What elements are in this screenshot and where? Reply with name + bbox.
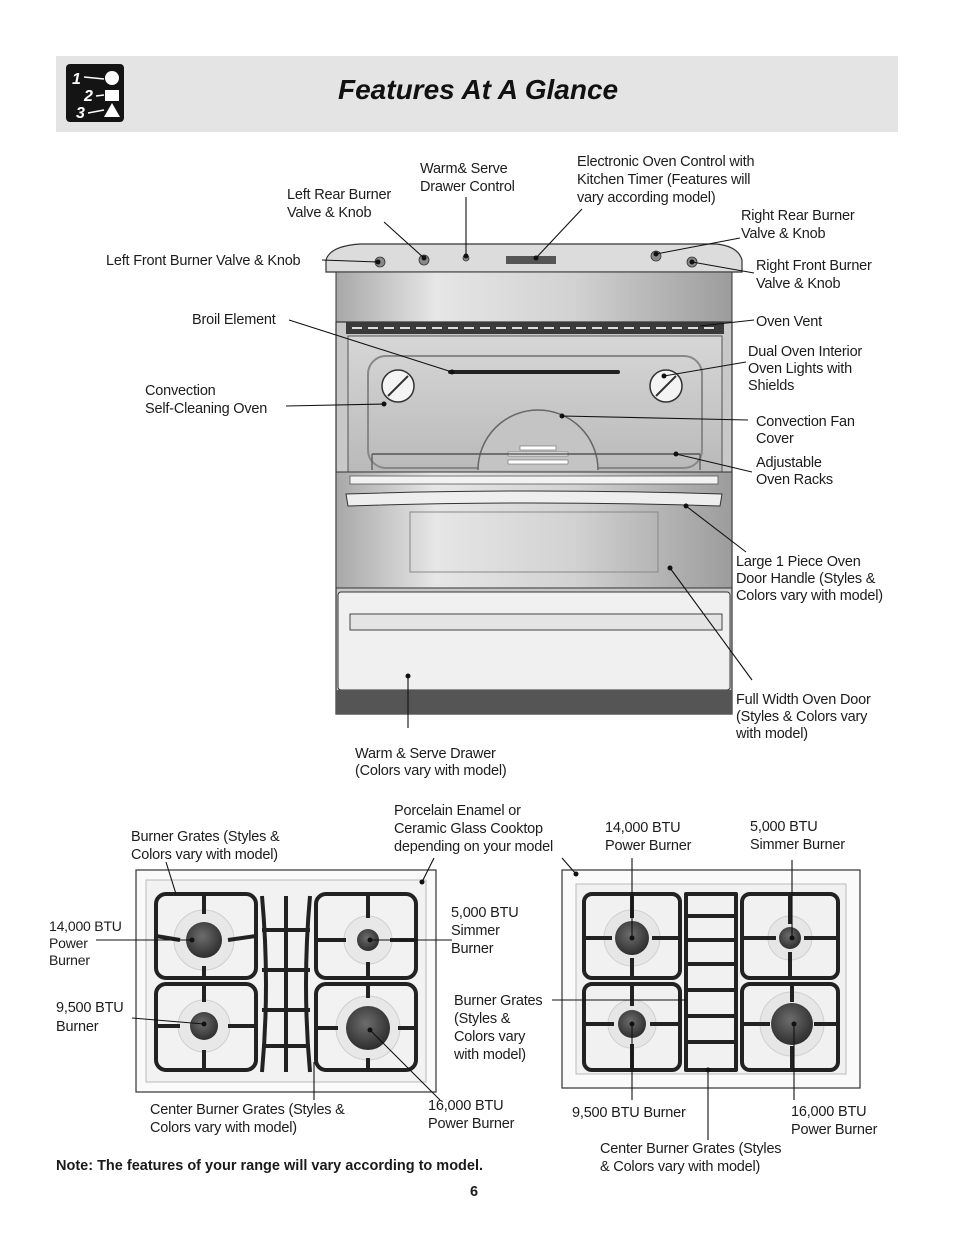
page-number: 6 xyxy=(470,1184,479,1200)
label-electronic-oven-control: Electronic Oven Control with Kitchen Tim… xyxy=(577,154,755,206)
label-right-rear-burner: Right Rear Burner Valve & Knob xyxy=(741,208,855,242)
label-right-center-grates: Center Burner Grates (Styles & Colors va… xyxy=(600,1141,782,1175)
label-left-center-grates: Center Burner Grates (Styles & Colors va… xyxy=(150,1102,345,1136)
range-unit xyxy=(325,243,743,715)
label-right-front-burner: Right Front Burner Valve & Knob xyxy=(756,258,872,292)
cooktop-right-callout-dots xyxy=(573,871,797,1073)
svg-text:3: 3 xyxy=(76,105,85,122)
label-right-simmer-burner-5000: 5,000 BTU Simmer Burner xyxy=(750,819,845,853)
header-banner: 1 2 3 Features At A Glance xyxy=(56,56,898,132)
range-toe-kick xyxy=(336,690,732,714)
label-right-power-burner-16000: 16,000 BTU Power Burner xyxy=(791,1104,878,1138)
cooktop-left-grates xyxy=(154,892,418,1073)
label-door-handle: Large 1 Piece Oven Door Handle (Styles &… xyxy=(736,554,883,604)
label-left-simmer-burner-5000: 5,000 BTU Simmer Burner xyxy=(451,905,519,957)
label-cooktop-surface: Porcelain Enamel or Ceramic Glass Cookto… xyxy=(394,803,554,855)
warm-serve-drawer xyxy=(337,591,731,691)
numbered-steps-icon: 1 2 3 xyxy=(66,64,124,122)
cooktop-left-burner-14000 xyxy=(186,922,222,958)
footer-note: Note: The features of your range will va… xyxy=(56,1158,484,1174)
label-warm-serve-drawer-control: Warm& Serve Drawer Control xyxy=(420,161,515,195)
label-warm-serve-drawer: Warm & Serve Drawer (Colors vary with mo… xyxy=(355,746,507,779)
cooktop-left xyxy=(135,869,437,1093)
label-oven-racks: Adjustable Oven Racks xyxy=(756,455,833,488)
page-title: Features At A Glance xyxy=(338,74,619,105)
label-oven-vent: Oven Vent xyxy=(756,314,822,330)
label-left-front-burner: Left Front Burner Valve & Knob xyxy=(106,253,301,269)
cooktop-front-trim xyxy=(335,271,733,323)
oven-control-display xyxy=(506,256,556,264)
label-left-power-burner-14000: 14,000 BTU Power Burner xyxy=(49,918,122,968)
svg-text:2: 2 xyxy=(83,88,93,105)
oven-door-window xyxy=(409,511,659,573)
range-callout-dots xyxy=(375,251,695,679)
label-oven-door: Full Width Oven Door (Styles & Colors va… xyxy=(736,692,871,742)
oven-door xyxy=(335,471,733,589)
cooktop-left-callout-lines xyxy=(96,857,452,1101)
cooktop-right xyxy=(561,869,861,1089)
oven-door-handle xyxy=(345,490,723,507)
label-left-burner-9500: 9,500 BTU Burner xyxy=(56,1000,124,1035)
label-broil-element: Broil Element xyxy=(192,312,276,328)
range-callout-lines xyxy=(285,197,755,728)
label-left-rear-burner: Left Rear Burner Valve & Knob xyxy=(287,187,391,221)
drawer-handle xyxy=(349,613,723,631)
label-right-power-burner-14000: 14,000 BTU Power Burner xyxy=(605,820,692,854)
cooktop-right-callout-lines xyxy=(552,857,795,1140)
label-convection-fan-cover: Convection Fan Cover xyxy=(756,414,855,447)
label-right-burner-grates: Burner Grates (Styles & Colors vary with… xyxy=(454,993,543,1063)
label-left-power-burner-16000: 16,000 BTU Power Burner xyxy=(428,1098,515,1132)
label-convection-oven: Convection Self-Cleaning Oven xyxy=(145,383,268,417)
cooktop-right-grates xyxy=(582,892,840,1072)
label-left-burner-grates: Burner Grates (Styles & Colors vary with… xyxy=(131,829,280,863)
svg-text:1: 1 xyxy=(72,71,81,88)
label-interior-lights: Dual Oven Interior Oven Lights with Shie… xyxy=(748,344,863,394)
cooktop-left-callout-dots xyxy=(189,879,425,1033)
label-right-burner-9500: 9,500 BTU Burner xyxy=(572,1105,686,1121)
